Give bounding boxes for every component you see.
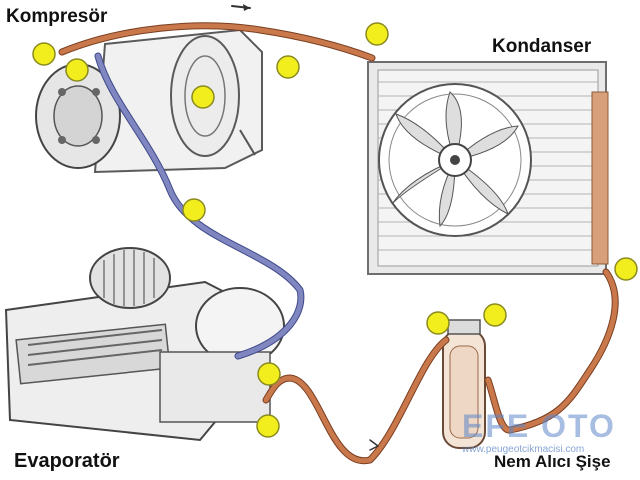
marker-dots [32, 22, 638, 438]
watermark-url: www.peugeotcikmacisi.com [462, 444, 585, 455]
refrigerant-lines [58, 4, 619, 465]
marker-dot-evap-outlet [256, 414, 280, 438]
condenser-label: Kondanser [492, 36, 592, 57]
condenser-fan [378, 83, 532, 237]
marker-dot-kond-inlet [365, 22, 389, 46]
receiver-drier-label: Nem Alıcı Şişe [494, 452, 611, 471]
marker-dot-komp-body [191, 85, 215, 109]
receiver-drier [442, 319, 486, 449]
marker-dot-kond-outlet [614, 257, 638, 281]
marker-dot-komp-outlet-2 [65, 58, 89, 82]
condenser [367, 61, 609, 275]
marker-dot-drier-outlet [483, 303, 507, 327]
watermark-brand: EFE OTO [462, 408, 616, 444]
marker-dot-lp-line-mid [182, 198, 206, 222]
marker-dot-evap-inlet [257, 362, 281, 386]
marker-dot-drier-inlet [426, 311, 450, 335]
compressor [35, 28, 263, 174]
compressor-label: Kompresör [6, 6, 108, 27]
evaporator [4, 247, 285, 442]
marker-dot-hp-line-top [276, 55, 300, 79]
evaporator-label: Evaporatör [14, 450, 120, 472]
marker-dot-komp-outlet-1 [32, 42, 56, 66]
